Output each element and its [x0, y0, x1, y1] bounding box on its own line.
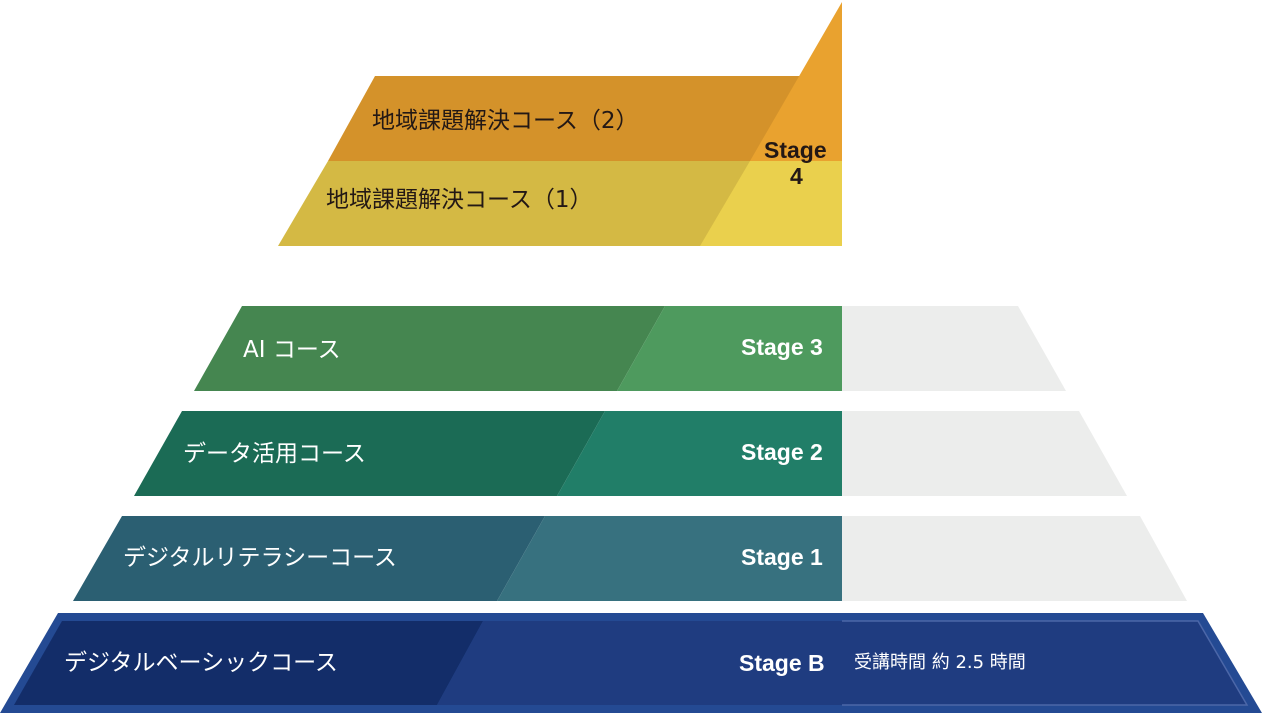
- stage4-course1-label: 地域課題解決コース（1）: [326, 187, 593, 213]
- stageB-label: Stage B: [739, 650, 825, 676]
- stage3-gray-area: [842, 306, 1066, 391]
- stage1-band: [73, 516, 545, 601]
- stage1-label: Stage 1: [741, 544, 823, 570]
- stage4-highlight-top: [750, 2, 842, 161]
- stage3-label: Stage 3: [741, 334, 823, 360]
- stageB-band: [14, 621, 483, 705]
- stageB-label-area: [437, 621, 1247, 705]
- stage1-gray-area: [842, 516, 1187, 601]
- stage4-course1-band: [278, 161, 842, 246]
- stage2-course-label: データ活用コース: [183, 441, 366, 467]
- stage1-label-area: [497, 516, 842, 601]
- stage4-course2-label: 地域課題解決コース（2）: [372, 108, 639, 134]
- stage4-highlight-bottom: [700, 161, 842, 246]
- stage3-label-area: [617, 306, 842, 391]
- stage4-label-line1: Stage: [764, 137, 827, 163]
- stage3-band: [194, 306, 665, 391]
- stage1-course-label: デジタルリテラシーコース: [123, 545, 397, 571]
- stage2-label: Stage 2: [741, 439, 823, 465]
- stageB-course-label: デジタルベーシックコース: [64, 650, 338, 676]
- stage2-label-area: [557, 411, 842, 496]
- stage3-course-label: AI コース: [243, 337, 341, 363]
- stage2-gray-area: [842, 411, 1127, 496]
- stage4-course2-band: [328, 76, 842, 161]
- stage2-band: [134, 411, 605, 496]
- stageB-inner-line: [842, 620, 1249, 706]
- stageB-duration: 受講時間 約 2.5 時間: [854, 652, 1026, 673]
- stage4-label-line2: 4: [790, 163, 803, 189]
